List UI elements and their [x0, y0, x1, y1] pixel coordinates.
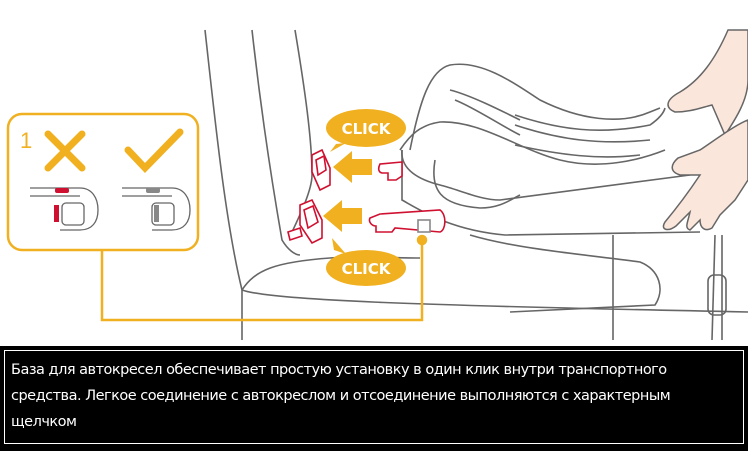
- hands: [662, 29, 748, 231]
- svg-text:CLICK: CLICK: [342, 120, 392, 138]
- indicator-red-unlocked: [30, 187, 99, 231]
- step-number: 1: [20, 128, 32, 153]
- click-bubble-top: CLICK: [326, 109, 406, 152]
- isofix-anchor-top: [311, 148, 331, 192]
- isofix-anchor-bottom: [287, 198, 323, 245]
- isofix-installation-illustration: CLICK CLICK 1: [6, 29, 748, 341]
- car-seat-base: [399, 63, 727, 341]
- isofix-arm-bottom: [368, 209, 446, 233]
- isofix-arm-top: [377, 161, 403, 181]
- caption-box: База для автокресел обеспечивает простую…: [0, 346, 748, 451]
- push-arrow-top: [333, 151, 372, 183]
- vehicle-seat: [204, 29, 748, 340]
- caption-text: База для автокресел обеспечивает простую…: [4, 350, 744, 444]
- push-arrow-bottom: [323, 200, 362, 232]
- callout-connector-line: [100, 234, 428, 322]
- indicator-detail-box: 1: [6, 112, 200, 252]
- svg-text:CLICK: CLICK: [342, 260, 392, 278]
- cross-icon: [44, 130, 86, 172]
- check-icon: [124, 128, 184, 174]
- click-bubble-bottom: CLICK: [326, 238, 406, 286]
- indicator-gray-locked: [122, 187, 191, 231]
